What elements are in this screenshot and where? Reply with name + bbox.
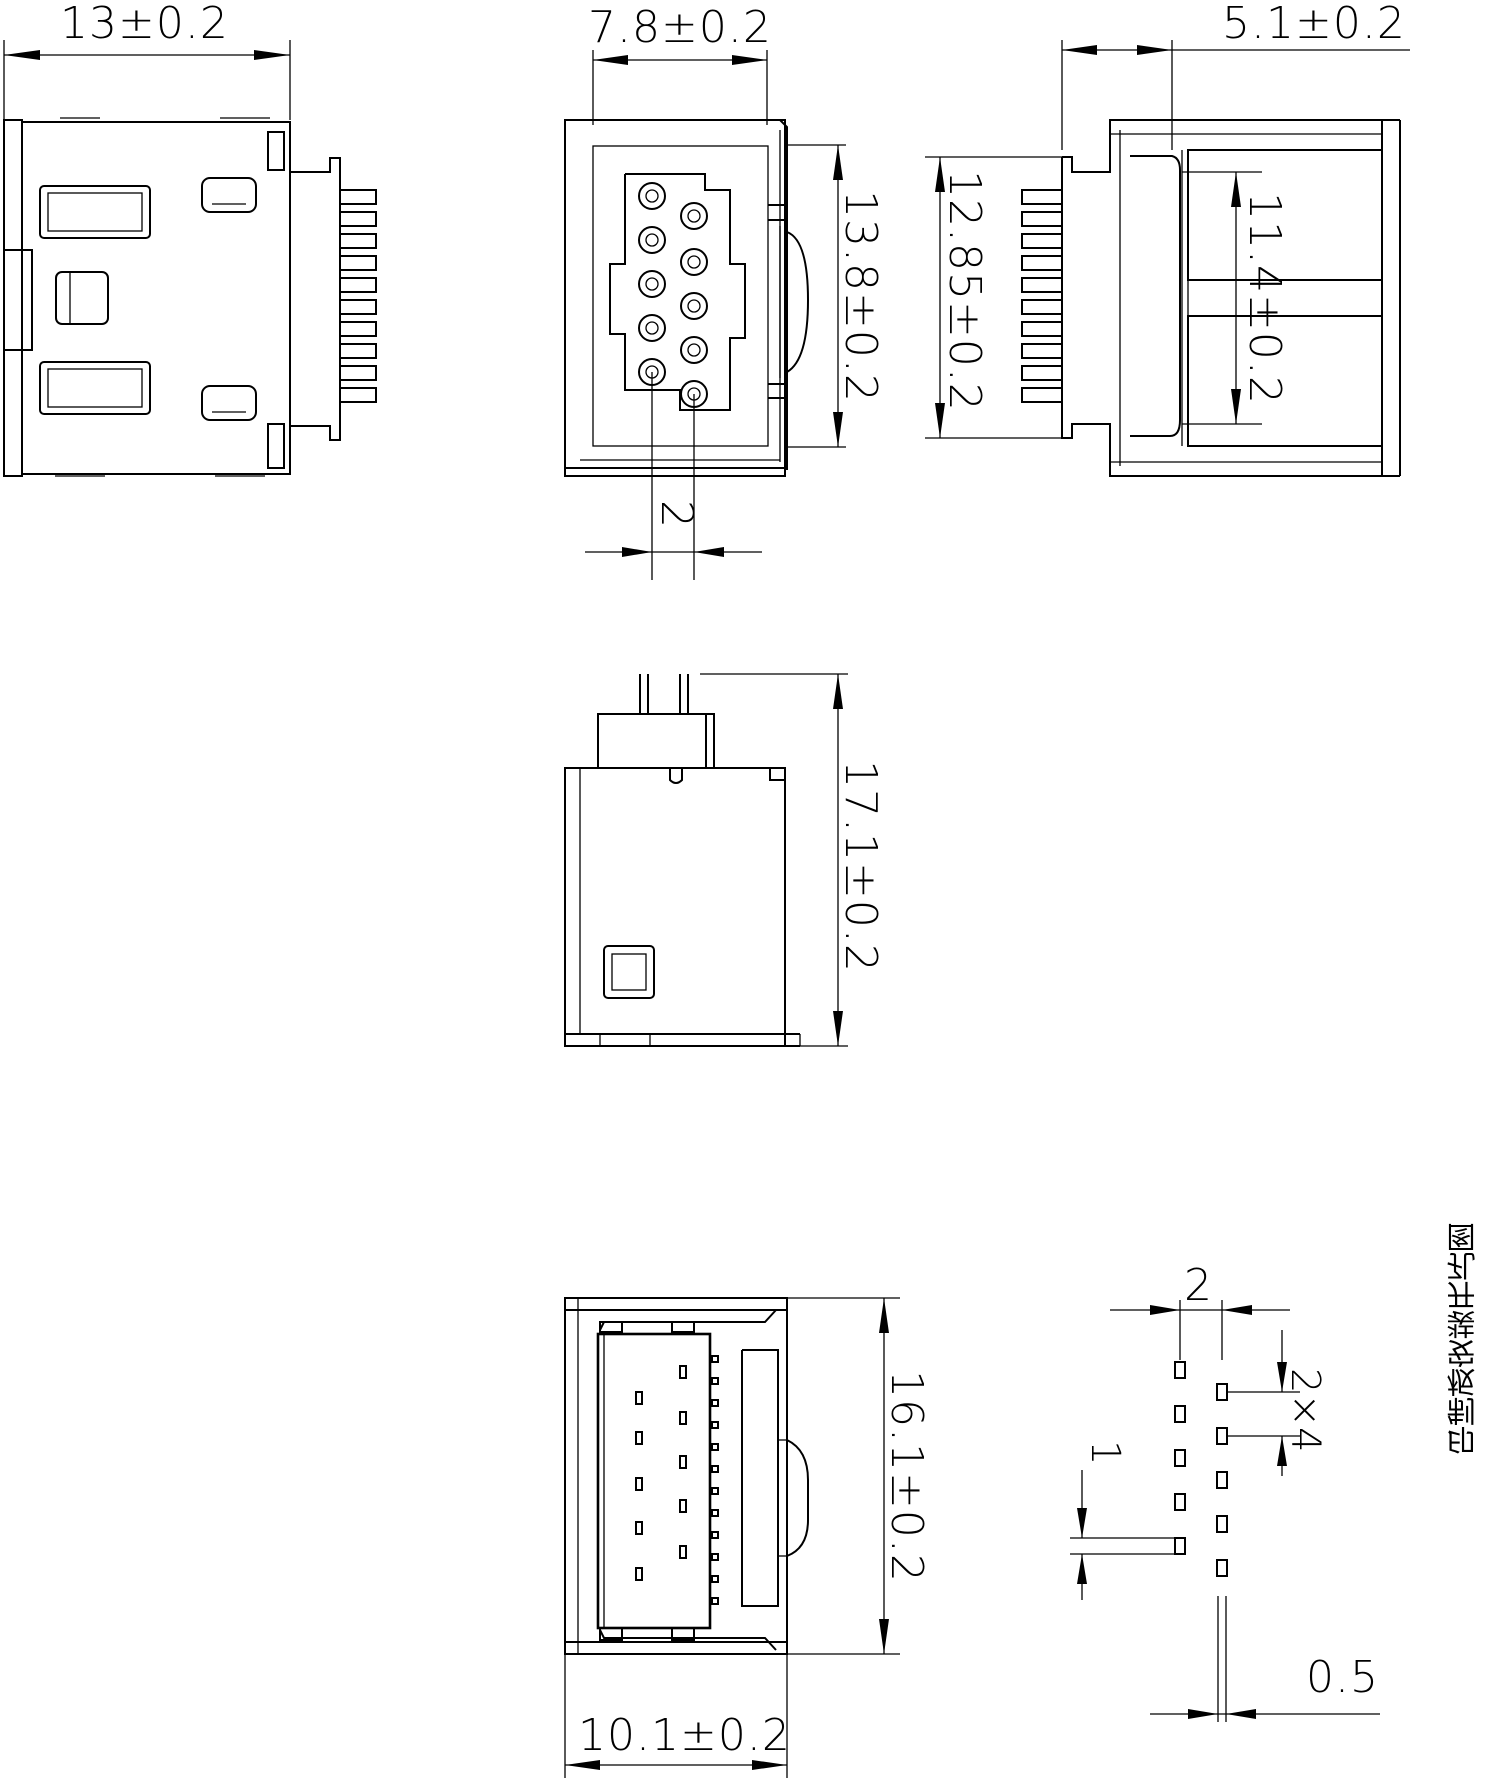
dim-height-16-1: 16.1±0.2 [881,1370,932,1583]
dim-width-13: 13±0.2 [60,0,229,49]
dim-height-12-85: 12.85±0.2 [939,170,990,412]
dim-depth-5-1: 5.1±0.2 [1222,0,1406,49]
footprint-caption-text: 印制板安装开孔图 [1442,1223,1476,1455]
footprint-caption: 印制板安装开孔图 [1438,1223,1487,1485]
view-middle-side: 17.1±0.2 [564,673,886,1047]
dim-height-13-8: 13.8±0.2 [835,190,886,403]
dim-height-17-1: 17.1±0.2 [835,760,886,973]
dim-pitch-2: 2 [651,500,702,529]
view-footprint: 2 2×4 [1070,1260,1380,1722]
dim-width-10-1: 10.1±0.2 [578,1710,791,1761]
view-right-side: 5.1±0.2 12.85±0.2 [925,0,1410,477]
view-top-left: 13±0.2 [3,0,377,477]
dim-footprint-hole-width: 0.5 [1306,1652,1379,1703]
dim-width-7-8: 7.8±0.2 [588,2,772,53]
dim-footprint-pitch-count: 2×4 [1282,1368,1328,1452]
dim-footprint-hole-size: 1 [1082,1440,1128,1465]
view-bottom: 16.1±0.2 10.1±0.2 [564,1297,932,1778]
dim-footprint-pitch: 2 [1184,1260,1213,1311]
view-front: 7.8±0.2 [564,2,886,580]
dim-height-11-4: 11.4±0.2 [1239,192,1290,405]
